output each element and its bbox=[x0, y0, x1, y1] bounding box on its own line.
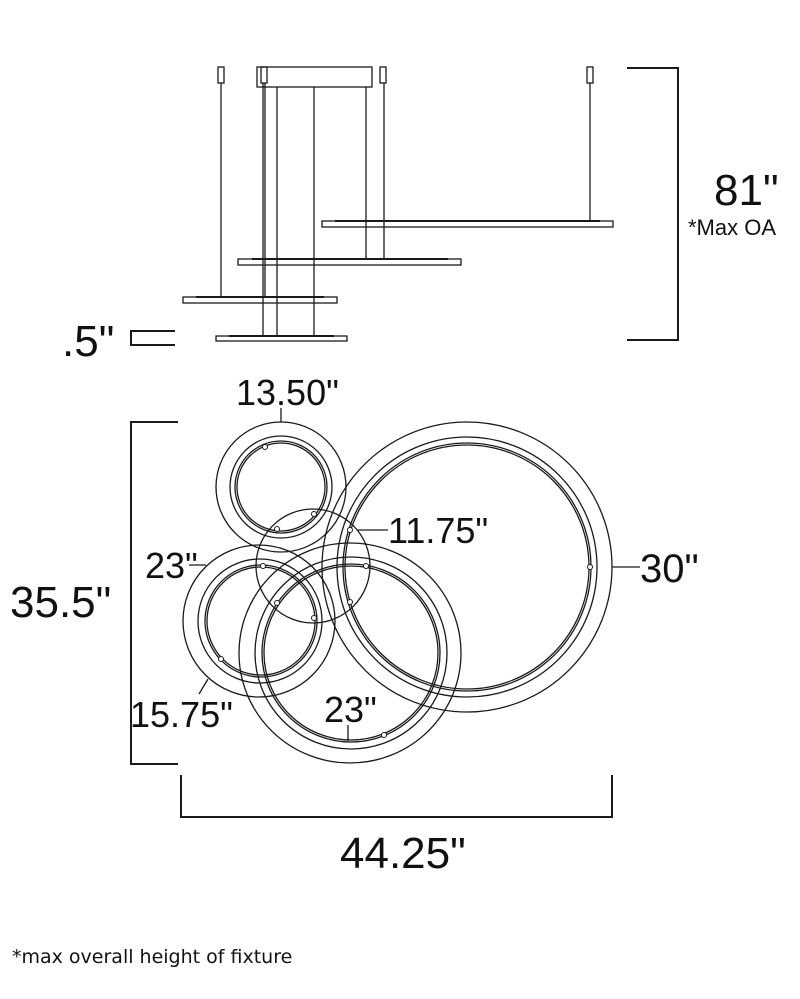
overall-depth-label: 35.5" bbox=[10, 578, 111, 627]
cable-grippers bbox=[217, 66, 594, 84]
thickness-detail bbox=[130, 330, 175, 346]
suspension-cables bbox=[220, 83, 591, 336]
width-dimension-bracket bbox=[180, 775, 613, 818]
ring-discs-side bbox=[182, 220, 614, 342]
ring-left-inner-label: 15.75" bbox=[130, 694, 233, 735]
height-note: *Max OA bbox=[688, 215, 776, 240]
side-view: .5" 81" *Max OA bbox=[62, 66, 779, 366]
overall-width-label: 44.25" bbox=[340, 829, 466, 878]
canopy bbox=[256, 66, 373, 88]
top-view: 13.50" 11.75" 30" 23" 15.75" 23" 35.5" 4… bbox=[10, 372, 699, 878]
ring-small-top-label: 13.50" bbox=[236, 372, 339, 413]
height-dimension-bracket bbox=[627, 67, 679, 341]
mount-points bbox=[218, 444, 593, 738]
ring-large-label: 30" bbox=[640, 547, 699, 591]
thickness-label: .5" bbox=[62, 317, 114, 366]
ring-left bbox=[182, 544, 336, 698]
ring-center-label: 11.75" bbox=[388, 510, 488, 551]
depth-dimension-bracket bbox=[130, 421, 178, 765]
ring-bottom-label: 23" bbox=[324, 689, 377, 730]
leader-15-75 bbox=[198, 678, 209, 695]
footnote: *max overall height of fixture bbox=[12, 946, 293, 968]
height-label: 81" bbox=[714, 166, 779, 215]
ring-bottom bbox=[238, 542, 462, 764]
ring-left-outer-label: 23" bbox=[145, 545, 198, 586]
